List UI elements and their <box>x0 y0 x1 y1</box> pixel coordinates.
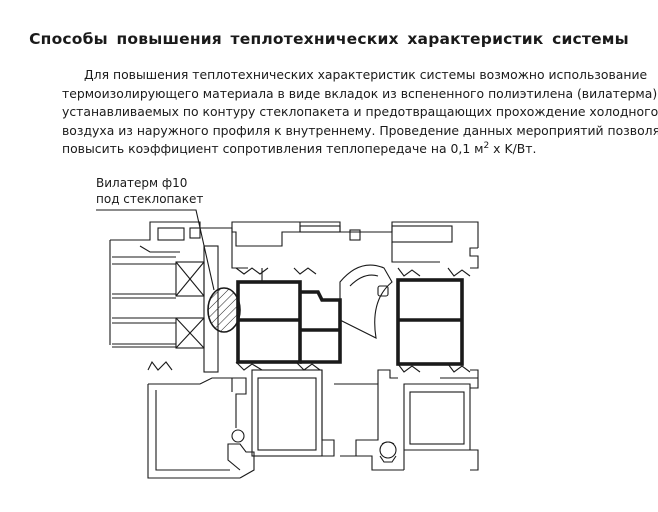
paragraph-line: термоизолирующего материала в виде вклад… <box>62 85 658 101</box>
paragraph-line: Для повышения теплотехнических характери… <box>84 67 648 82</box>
thermal-core <box>236 278 464 366</box>
callout-leader-line <box>96 209 215 291</box>
unit-superscript: 2 <box>483 141 490 152</box>
frame-lower <box>147 360 479 479</box>
glazing-bead-top <box>110 221 233 253</box>
last-line-suffix: х K/Вт. <box>489 141 537 157</box>
page-title: Способы повышения теплотехнических харак… <box>29 30 629 48</box>
glass-unit <box>109 240 219 373</box>
paragraph-line: устанавливаемых по контуру стеклопакета … <box>62 104 658 120</box>
callout-label: Вилатерм ф10 под стеклопакет <box>96 175 203 207</box>
core-clips <box>235 267 471 373</box>
paragraph-line-last: повысить коэффициент сопротивления тепло… <box>62 140 632 159</box>
callout-line-2: под стеклопакет <box>96 192 204 206</box>
frame-outer <box>231 221 479 269</box>
center-gasket <box>339 264 393 339</box>
last-line-text: повысить коэффициент сопротивления тепло… <box>62 141 484 157</box>
callout-line-1: Вилатерм ф10 <box>96 176 188 190</box>
paragraph-line: воздуха из наружного профиля к внутренне… <box>62 122 658 138</box>
description-paragraph: Для повышения теплотехнических характери… <box>62 66 658 159</box>
drawing-lines <box>96 209 479 479</box>
vilaterm-seal <box>207 287 241 333</box>
